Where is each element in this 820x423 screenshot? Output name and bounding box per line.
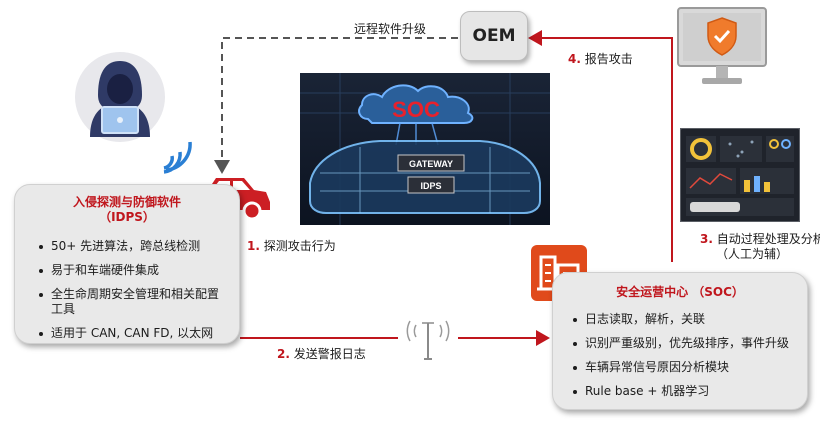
illustration-idps-text: IDPS	[420, 181, 441, 191]
step4-num: 4.	[568, 52, 581, 66]
idps-title-line1: 入侵探测与防御软件	[72, 195, 181, 209]
step2-label: 2. 发送警报日志	[277, 345, 366, 362]
illustration-soc-text: SOC	[392, 97, 440, 122]
list-item: 50+ 先进算法，跨总线检测	[37, 239, 225, 254]
list-item: 适用于 CAN, CAN FD, 以太网	[37, 326, 225, 341]
idps-title-line2: （IDPS）	[99, 210, 155, 224]
step2-text: 发送警报日志	[293, 347, 366, 361]
antenna-icon	[406, 320, 450, 360]
remote-update-dashed-arrow	[214, 37, 458, 174]
dashboard-screen-icon	[680, 128, 800, 222]
list-item: 车辆异常信号原因分析模块	[571, 360, 797, 375]
remote-update-label: 远程软件升级	[354, 22, 427, 36]
idps-card-title: 入侵探测与防御软件 （IDPS）	[15, 195, 239, 225]
soc-card-title: 安全运营中心 （SOC）	[616, 285, 744, 299]
step2-num: 2.	[277, 347, 290, 361]
list-item: 日志读取，解析，关联	[571, 312, 797, 327]
report-attack-arrow	[528, 30, 673, 262]
step1-label: 1. 探测攻击行为	[247, 237, 336, 254]
illustration-gateway-text: GATEWAY	[409, 159, 453, 169]
monitor-shield-icon	[677, 7, 767, 84]
list-item: Rule base + 机器学习	[571, 384, 797, 399]
soc-card: 安全运营中心 （SOC） 日志读取，解析，关联 识别严重级别，优先级排序，事件升…	[552, 272, 808, 410]
step4-text: 报告攻击	[584, 52, 633, 66]
step3-text: 自动过程处理及分析	[716, 232, 820, 246]
idps-card: 入侵探测与防御软件 （IDPS） 50+ 先进算法，跨总线检测 易于和车端硬件集…	[14, 184, 240, 344]
list-item: 识别严重级别，优先级排序，事件升级	[571, 336, 797, 351]
oem-label: OEM	[472, 26, 516, 46]
step4-label: 4. 报告攻击	[568, 50, 633, 67]
soc-gateway-illustration: SOC GATEWAY IDPS	[300, 73, 550, 225]
step1-num: 1.	[247, 239, 260, 253]
wireless-signal-icon	[163, 141, 192, 174]
step3-label: 3. 自动过程处理及分析	[700, 230, 820, 247]
list-item: 易于和车端硬件集成	[37, 263, 225, 278]
hacker-icon	[75, 52, 165, 142]
step1-text: 探测攻击行为	[263, 239, 336, 253]
oem-box: OEM	[460, 11, 528, 61]
list-item: 全生命周期安全管理和相关配置工具	[37, 287, 219, 317]
step3-sub: （人工为辅）	[716, 247, 789, 261]
idps-feature-list: 50+ 先进算法，跨总线检测 易于和车端硬件集成 全生命周期安全管理和相关配置工…	[37, 239, 225, 341]
step3-num: 3.	[700, 232, 713, 246]
soc-feature-list: 日志读取，解析，关联 识别严重级别，优先级排序，事件升级 车辆异常信号原因分析模…	[571, 312, 797, 399]
